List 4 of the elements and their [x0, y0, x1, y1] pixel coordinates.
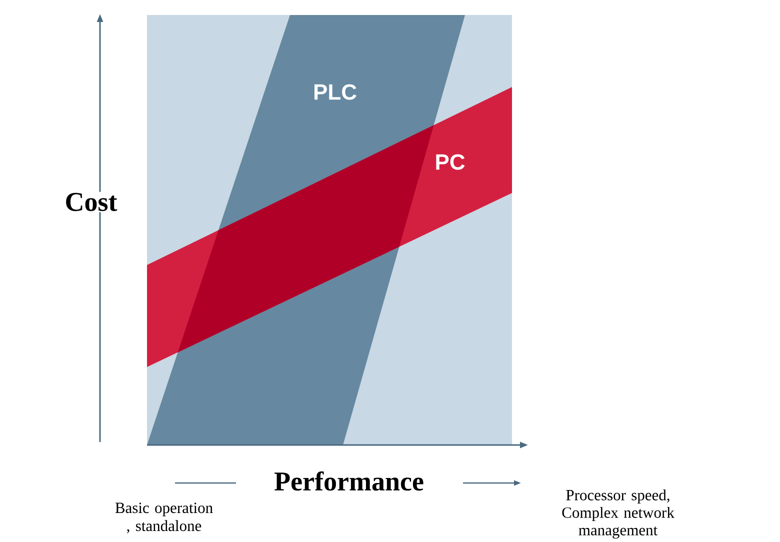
- axis-note: Basic operation , standalone: [115, 502, 213, 534]
- axis-title: Performance: [274, 471, 424, 491]
- axis-title: Cost: [64, 192, 118, 212]
- axis-note: Processor speed, Complex network management: [562, 489, 674, 539]
